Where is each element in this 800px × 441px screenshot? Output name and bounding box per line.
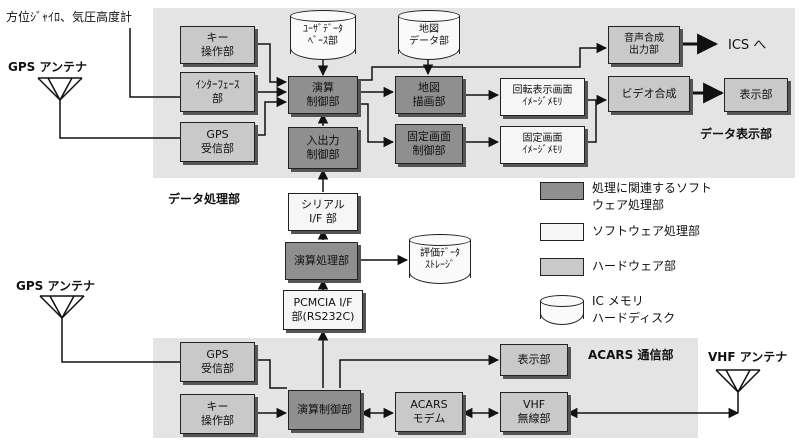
vhf-radio: VHF 無線部 bbox=[500, 392, 568, 432]
audio-line2: 出力部 bbox=[629, 45, 659, 56]
storage-line1: 評価ﾃﾞｰﾀ bbox=[420, 248, 460, 259]
mapdraw-line1: 地図 bbox=[418, 81, 440, 95]
modem-line1: ACARS bbox=[410, 398, 448, 412]
legend-memory-text: IC メモリ ハードディスク bbox=[592, 294, 676, 325]
fixed-line2: 制御部 bbox=[412, 144, 446, 157]
mapdraw-line2: 描画部 bbox=[412, 95, 446, 108]
io-line1: 入出力 bbox=[306, 134, 340, 148]
vhf-line1: VHF bbox=[522, 398, 546, 412]
audio-output-unit: 音声合成 出力部 bbox=[608, 26, 680, 64]
map-drawing-unit: 地図 描画部 bbox=[395, 76, 463, 114]
map-data-cylinder: 地図データ部 bbox=[398, 10, 460, 60]
gps-antenna-top-icon bbox=[37, 77, 83, 102]
display-unit: 表示部 bbox=[724, 78, 788, 112]
acars-modem: ACARS モデム bbox=[395, 392, 463, 432]
compute-line2: 制御部 bbox=[306, 95, 340, 108]
legend-hw-swatch bbox=[540, 258, 584, 276]
acarscompute-to-display bbox=[339, 354, 500, 388]
compute-control-unit: 演算 制御部 bbox=[288, 76, 358, 114]
compute-to-fixed bbox=[358, 103, 395, 148]
fixmem-line1: 固定画面 bbox=[522, 132, 563, 144]
gps-antenna-bottom-label: GPS アンテナ bbox=[16, 279, 95, 293]
rotated-image-memory: 回転表示画面 ｲﾒｰｼﾞﾒﾓﾘ bbox=[500, 78, 585, 116]
interface-line1: ｲﾝﾀｰﾌｪｰｽ bbox=[195, 78, 240, 92]
serial-line1: シリアル bbox=[301, 198, 345, 212]
legend-core-swatch bbox=[540, 182, 584, 200]
storage-line2: ｽﾄﾚｰｼﾞ bbox=[425, 260, 455, 271]
acars-gps-receiver: GPS 受信部 bbox=[180, 342, 255, 382]
gps-antenna-top-label: GPS アンテナ bbox=[8, 60, 87, 74]
acars-section-label: ACARS 通信部 bbox=[588, 348, 674, 362]
rotmem-line2: ｲﾒｰｼﾞﾒﾓﾘ bbox=[522, 97, 563, 108]
display-section-label: データ表示部 bbox=[700, 127, 773, 141]
vhf-antenna-icon bbox=[715, 369, 761, 394]
mapdata-line2: データ部 bbox=[409, 36, 449, 47]
gps-antenna-top-link bbox=[59, 100, 180, 139]
acars-key-line1: キー bbox=[206, 400, 229, 414]
acars-compute-control: 演算制御部 bbox=[288, 390, 361, 430]
compute-process-unit: 演算処理部 bbox=[285, 242, 358, 280]
vhf-antenna-label: VHF アンテナ bbox=[708, 350, 788, 364]
serial-if-unit: シリアル I/F 部 bbox=[288, 193, 358, 231]
display-line1: 表示部 bbox=[739, 88, 773, 102]
gps-antenna-bottom-link bbox=[61, 318, 180, 363]
userdb-line1: ﾕｰｻﾞﾃﾞｰﾀ bbox=[303, 24, 343, 35]
gps-recv-line2: 受信部 bbox=[201, 142, 234, 155]
acars-key-unit: キー 操作部 bbox=[180, 394, 255, 434]
serial-line2: I/F 部 bbox=[309, 212, 337, 225]
video-line1: ビデオ合成 bbox=[621, 87, 677, 101]
audio-line1: 音声合成 bbox=[624, 32, 664, 44]
gps-recv-line1: GPS bbox=[206, 128, 229, 142]
key-unit: キー 操作部 bbox=[180, 26, 255, 64]
io-line2: 制御部 bbox=[306, 148, 340, 161]
legend-core-text: 処理に関連するソフト ウェア処理部 bbox=[592, 181, 713, 212]
eval-storage-cylinder: 評価ﾃﾞｰﾀｽﾄﾚｰｼﾞ bbox=[409, 234, 471, 284]
video-composite-unit: ビデオ合成 bbox=[608, 76, 690, 112]
rotmem-line1: 回転表示画面 bbox=[512, 84, 573, 96]
gps-antenna-bottom-icon bbox=[39, 295, 85, 320]
legend-sw-swatch bbox=[540, 223, 584, 241]
key-to-compute bbox=[255, 43, 288, 88]
pcmcia-line2: 部(RS232C) bbox=[291, 310, 355, 323]
acarsgps-to-compute bbox=[255, 359, 287, 389]
gps-to-compute bbox=[255, 96, 288, 136]
key-unit-line2: 操作部 bbox=[201, 45, 234, 58]
compute-to-audio bbox=[358, 42, 608, 81]
legend-memory-swatch bbox=[540, 295, 584, 325]
interface-unit: ｲﾝﾀｰﾌｪｰｽ 部 bbox=[180, 72, 255, 112]
acars-gps-line2: 受信部 bbox=[201, 362, 234, 375]
acars-gps-line1: GPS bbox=[206, 348, 229, 362]
vhf-line2: 無線部 bbox=[517, 412, 551, 425]
gps-receiver-top: GPS 受信部 bbox=[180, 122, 255, 162]
compute-line1: 演算 bbox=[312, 81, 334, 95]
acars-display-line1: 表示部 bbox=[517, 353, 551, 367]
userdb-line2: ﾍﾞｰｽ部 bbox=[308, 36, 338, 47]
user-db-cylinder: ﾕｰｻﾞﾃﾞｰﾀﾍﾞｰｽ部 bbox=[290, 10, 356, 60]
pcmcia-if-unit: PCMCIA I/F 部(RS232C) bbox=[283, 290, 363, 330]
acars-compute-line1: 演算制御部 bbox=[297, 403, 352, 417]
pcmcia-line1: PCMCIA I/F bbox=[293, 296, 353, 310]
fixed-image-memory: 固定画面 ｲﾒｰｼﾞﾒﾓﾘ bbox=[500, 126, 585, 164]
sensor-link bbox=[129, 28, 180, 98]
modem-line2: モデム bbox=[412, 412, 446, 425]
processing-section-label: データ処理部 bbox=[168, 192, 241, 206]
legend-sw-text: ソフトウェア処理部 bbox=[592, 224, 701, 238]
acars-display: 表示部 bbox=[500, 344, 568, 376]
acars-key-line2: 操作部 bbox=[201, 414, 234, 427]
key-unit-line1: キー bbox=[206, 31, 229, 45]
fixed-screen-control-unit: 固定画面 制御部 bbox=[395, 124, 463, 164]
legend-hw-text: ハードウェア部 bbox=[592, 259, 677, 273]
ics-label: ICS へ bbox=[728, 38, 767, 53]
fixmem-line2: ｲﾒｰｼﾞﾒﾓﾘ bbox=[522, 145, 563, 156]
interface-line2: 部 bbox=[212, 92, 223, 105]
io-control-unit: 入出力 制御部 bbox=[288, 127, 358, 169]
fixed-line1: 固定画面 bbox=[407, 130, 451, 144]
mapdata-line1: 地図 bbox=[419, 24, 439, 35]
fixmem-to-video bbox=[585, 100, 597, 143]
sensor-label: 方位ｼﾞｬｲﾛ、気圧高度計 bbox=[6, 10, 133, 24]
process-line1: 演算処理部 bbox=[294, 254, 349, 268]
